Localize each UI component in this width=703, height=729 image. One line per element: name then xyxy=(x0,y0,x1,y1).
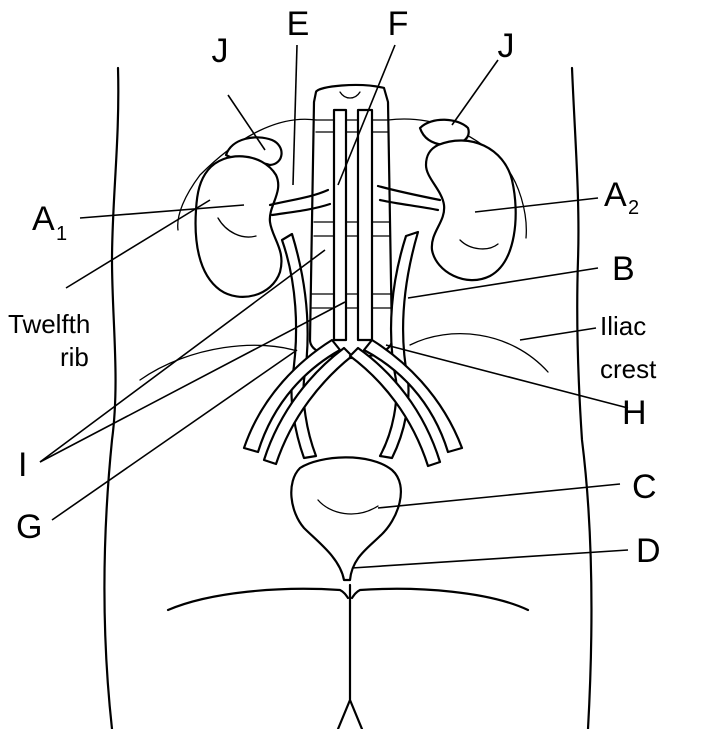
leader-e xyxy=(293,45,297,185)
label-a2: A xyxy=(604,176,627,214)
label-a1: A xyxy=(32,200,55,238)
label-f: F xyxy=(388,5,409,43)
label-twelfth-rib-line1: Twelfth xyxy=(8,309,90,339)
label-h: H xyxy=(622,394,647,432)
bladder xyxy=(291,457,401,580)
label-iliac-crest-line1: Iliac xyxy=(600,311,646,341)
label-j-right: J xyxy=(498,27,515,65)
label-e: E xyxy=(287,5,310,43)
leader-d xyxy=(352,550,628,568)
label-c: C xyxy=(632,468,657,506)
leader-b xyxy=(408,268,598,298)
leader-c xyxy=(378,484,620,508)
label-iliac-crest-line2: crest xyxy=(600,354,657,384)
label-a1-subscript: 1 xyxy=(56,223,67,245)
label-d: D xyxy=(636,532,661,570)
label-g: G xyxy=(16,508,42,546)
vertebral-column xyxy=(310,85,392,358)
leader-j-right xyxy=(452,60,498,125)
label-b: B xyxy=(612,250,635,288)
label-twelfth-rib-line2: rib xyxy=(60,342,89,372)
label-a2-subscript: 2 xyxy=(628,197,639,219)
label-j-left: J xyxy=(212,32,229,70)
label-i: I xyxy=(18,446,27,484)
leader-iliac-crest xyxy=(520,328,596,340)
iliac-vessels xyxy=(244,340,462,466)
